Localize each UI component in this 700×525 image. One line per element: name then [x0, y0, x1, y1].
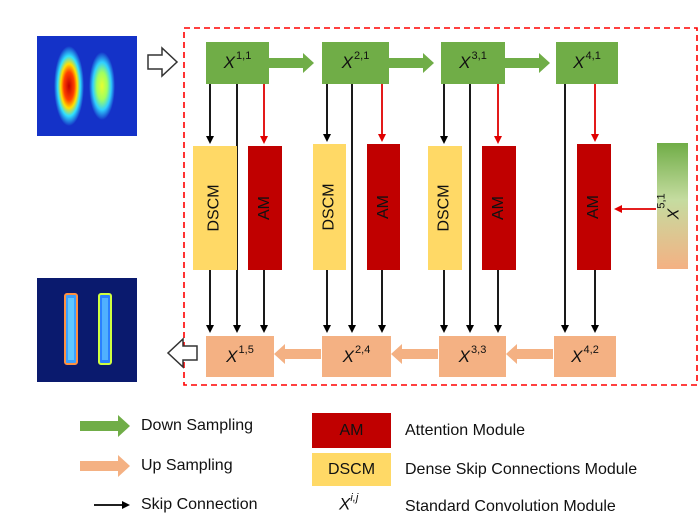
legend-skip-connection-label: Skip Connection: [141, 496, 258, 513]
node-x24-sup: 2,4: [355, 343, 371, 356]
legend-am-desc: Attention Module: [405, 422, 526, 439]
network-frame: [183, 27, 698, 386]
node-x21-sup: 2,1: [354, 50, 370, 62]
down-arrow-3: [505, 53, 550, 73]
dscm-module-3: DSCM: [428, 146, 462, 270]
legend-xij-sup: i,j: [350, 492, 359, 504]
legend-xij-symbol: Xi,j: [339, 492, 359, 515]
dscm-module-1: DSCM: [193, 146, 237, 270]
node-x15-sup: 1,5: [238, 343, 254, 356]
node-x51: X5,1: [655, 143, 688, 269]
legend-dscm-desc: Dense Skip Connections Module: [405, 461, 638, 478]
am-module-2: AM: [367, 144, 400, 270]
input-arrow: [147, 46, 179, 78]
am-module-3: AM: [482, 146, 516, 270]
legend-dscm-box: DSCM: [312, 453, 391, 486]
node-x11-base: X: [223, 53, 236, 72]
am-module-3-label: AM: [490, 196, 507, 220]
output-segmentation-image: [37, 278, 137, 382]
node-x31-base: X: [459, 53, 471, 72]
am-module-1-label: AM: [256, 196, 273, 220]
node-x31-sup: 3,1: [471, 50, 487, 62]
node-x41-base: X: [573, 53, 585, 72]
down-arrow-2: [389, 53, 434, 73]
legend-up-sampling-label: Up Sampling: [141, 457, 233, 474]
node-x33-sup: 3,3: [471, 343, 487, 356]
node-x42-base: X: [571, 346, 583, 366]
legend-down-arrow: [80, 415, 130, 437]
up-arrow-2: [391, 344, 438, 364]
output-arrow: [166, 337, 198, 369]
dscm-module-2: DSCM: [313, 144, 346, 270]
am-module-4: AM: [577, 144, 611, 270]
node-x51-base: X: [664, 208, 682, 219]
node-x41-sup: 4,1: [585, 50, 601, 62]
up-arrow-1: [274, 344, 321, 364]
input-heatmap-image: [37, 36, 137, 136]
node-x11-sup: 1,1: [236, 50, 252, 62]
legend-up-arrow: [80, 455, 130, 477]
am-module-2-label: AM: [374, 195, 392, 219]
legend-xij-desc: Standard Convolution Module: [405, 498, 616, 515]
node-x24-base: X: [342, 346, 355, 366]
dscm-module-2-label: DSCM: [320, 183, 338, 231]
legend-xij-base: X: [339, 494, 351, 514]
legend-am-box: AM: [312, 413, 391, 448]
node-x42-sup: 4,2: [583, 343, 599, 356]
node-x15-base: X: [226, 346, 238, 366]
dscm-module-3-label: DSCM: [436, 184, 454, 232]
node-x21-base: X: [341, 53, 354, 72]
down-arrow-1: [269, 53, 314, 73]
up-arrow-3: [506, 344, 553, 364]
legend-am-box-label: AM: [339, 421, 364, 439]
am-module-1: AM: [248, 146, 282, 270]
dscm-module-1-label: DSCM: [206, 184, 224, 232]
legend-dscm-box-label: DSCM: [327, 460, 376, 478]
legend-down-sampling-label: Down Sampling: [141, 417, 254, 434]
node-x33-base: X: [458, 346, 471, 366]
node-x51-sup: 5,1: [655, 193, 668, 209]
am-module-4-label: AM: [585, 195, 602, 219]
